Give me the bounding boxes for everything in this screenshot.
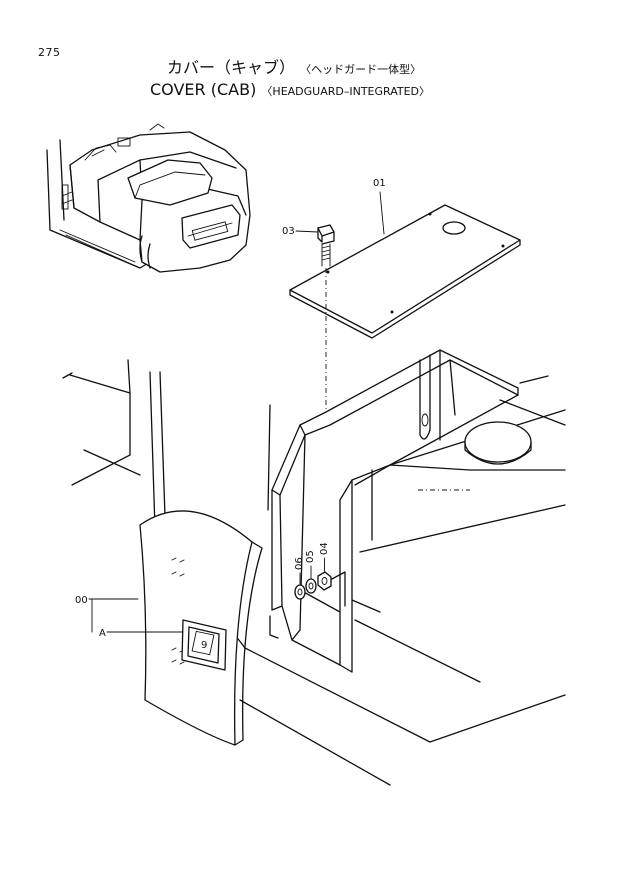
- page-number: 275: [38, 46, 61, 59]
- callout-06: 06: [294, 557, 305, 570]
- title-japanese-main: カバー（キャブ）: [167, 58, 296, 77]
- handle-marking: 9: [201, 640, 207, 651]
- callout-03: 03: [282, 226, 295, 237]
- cover-plate: [289, 204, 521, 339]
- callout-view-a: A: [99, 628, 106, 639]
- cab-frame: [62, 349, 566, 786]
- bolt: [317, 224, 335, 267]
- fastener-stack: [294, 571, 332, 600]
- title-japanese: カバー（キャブ） 〈ヘッドガード一体型〉: [167, 54, 421, 78]
- inset-machine-view: [46, 123, 251, 273]
- callout-01: 01: [373, 178, 386, 189]
- callout-05: 05: [305, 550, 316, 563]
- title-english: COVER (CAB) 〈HEADGUARD–INTEGRATED〉: [150, 80, 430, 99]
- callout-00: 00: [75, 595, 88, 606]
- title-english-sub: 〈HEADGUARD–INTEGRATED〉: [261, 85, 431, 98]
- callouts: 01 03 00 A 06 05 04: [75, 178, 386, 639]
- title-japanese-sub: 〈ヘッドガード一体型〉: [300, 63, 422, 76]
- callout-04: 04: [319, 542, 330, 555]
- front-cover-panel: 9: [139, 510, 263, 746]
- title-english-main: COVER (CAB): [150, 80, 257, 99]
